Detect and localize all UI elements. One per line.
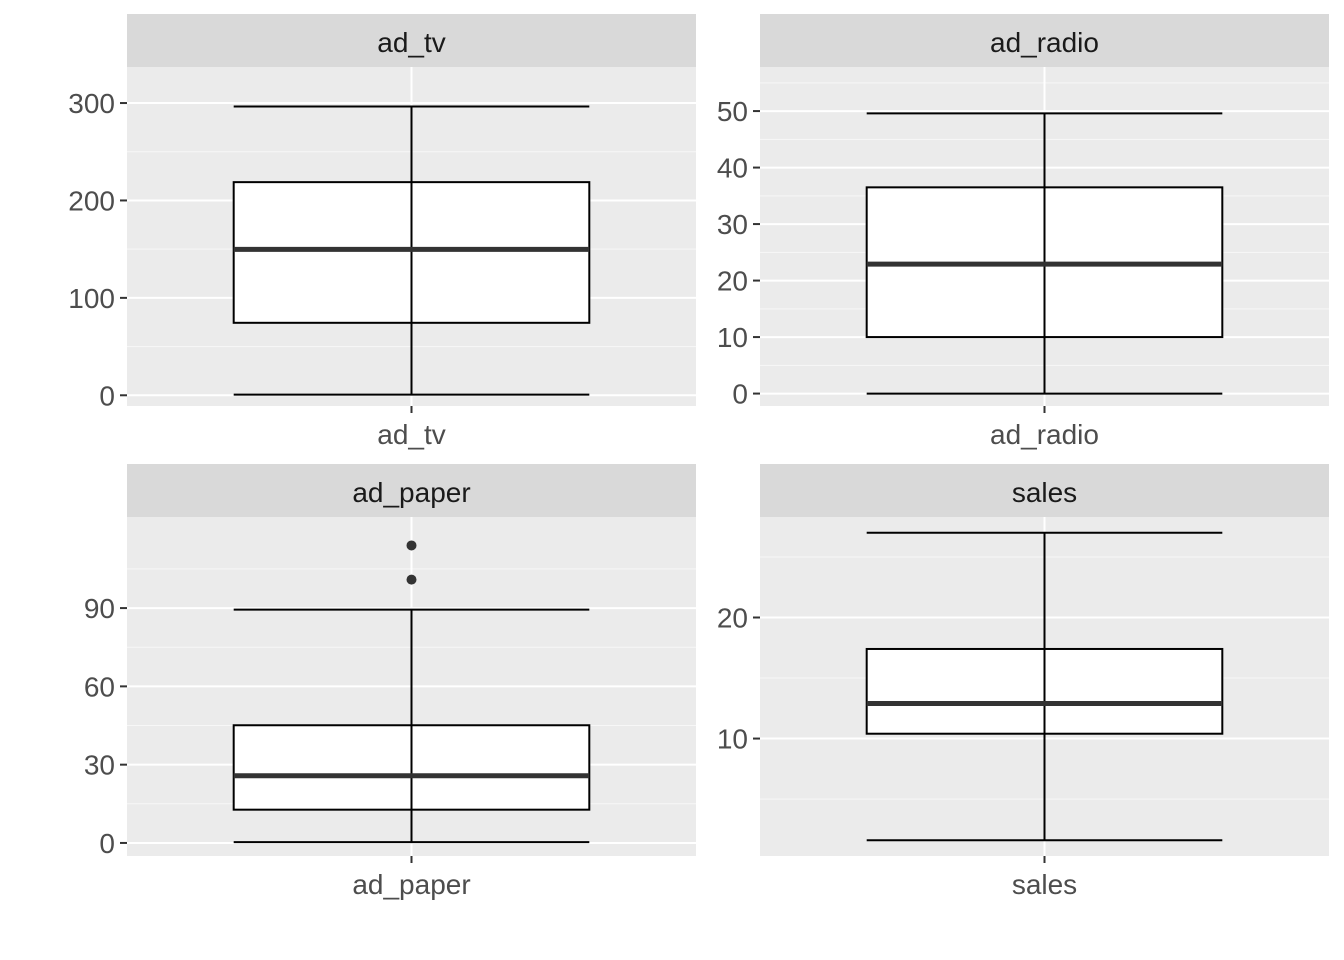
x-tick-label: ad_paper bbox=[352, 869, 470, 900]
x-tick-label: ad_radio bbox=[990, 419, 1099, 450]
facet-strip-label: sales bbox=[1012, 477, 1077, 508]
y-tick-label: 40 bbox=[717, 153, 748, 184]
facet-strip-label: ad_tv bbox=[377, 27, 446, 58]
y-tick-label: 30 bbox=[717, 209, 748, 240]
y-tick-label: 50 bbox=[717, 96, 748, 127]
y-tick-label: 90 bbox=[84, 593, 115, 624]
y-tick-label: 0 bbox=[732, 379, 748, 410]
y-tick-label: 10 bbox=[717, 322, 748, 353]
outlier-point bbox=[406, 574, 417, 585]
facet-strip bbox=[760, 464, 1329, 517]
y-tick-label: 20 bbox=[717, 266, 748, 297]
facet-panel-ad_tv: ad_tv 0 100 200 300 ad_tv bbox=[68, 14, 696, 450]
facet-panel-ad_paper: ad_paper 0 30 60 90 ad_paper bbox=[84, 464, 696, 900]
facet-strip-label: ad_paper bbox=[352, 477, 470, 508]
facet-strip bbox=[127, 464, 696, 517]
y-tick-label: 300 bbox=[68, 88, 115, 119]
y-tick-label: 20 bbox=[717, 602, 748, 633]
facet-strip-label: ad_radio bbox=[990, 27, 1099, 58]
x-tick-label: ad_tv bbox=[377, 419, 446, 450]
facet-strip bbox=[127, 14, 696, 67]
y-tick-label: 200 bbox=[68, 185, 115, 216]
x-tick-label: sales bbox=[1012, 869, 1077, 900]
y-tick-label: 0 bbox=[99, 828, 115, 859]
outlier-point bbox=[406, 540, 417, 551]
facet-panel-sales: sales 10 20 sales bbox=[717, 464, 1329, 900]
y-tick-label: 0 bbox=[99, 380, 115, 411]
y-tick-label: 30 bbox=[84, 750, 115, 781]
y-tick-label: 60 bbox=[84, 671, 115, 702]
facet-strip bbox=[760, 14, 1329, 67]
y-tick-label: 100 bbox=[68, 283, 115, 314]
facet-panel-ad_radio: ad_radio 0 10 20 30 40 50 ad_radio bbox=[717, 14, 1329, 450]
y-tick-label: 10 bbox=[717, 724, 748, 755]
